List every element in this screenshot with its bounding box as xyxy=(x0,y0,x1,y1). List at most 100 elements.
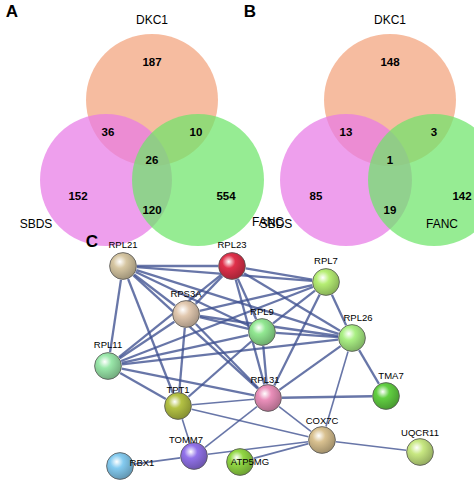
sphere-shape xyxy=(248,318,276,346)
protein-ball xyxy=(249,319,276,346)
interaction-line xyxy=(121,287,313,361)
interaction-line xyxy=(128,279,173,393)
protein-ball xyxy=(339,325,366,352)
protein-ball xyxy=(373,383,400,410)
interaction-line xyxy=(274,295,319,386)
protein-ball xyxy=(173,301,200,328)
protein-name: TPT1 xyxy=(166,384,189,395)
protein-node: COX7C xyxy=(308,426,336,454)
interaction-line xyxy=(282,396,372,398)
protein-ball xyxy=(313,269,340,296)
circle-outline xyxy=(368,114,474,246)
protein-ball xyxy=(165,393,192,420)
protein-node: RPL7 xyxy=(312,268,340,296)
protein-node: RPL23 xyxy=(218,252,246,280)
set-name: DKC1 xyxy=(374,13,406,27)
interaction-line xyxy=(122,335,249,363)
protein-name: RPL7 xyxy=(314,255,338,266)
interaction-line xyxy=(192,399,254,405)
panel-letter: C xyxy=(86,232,98,252)
panel-letter: B xyxy=(244,2,256,22)
interaction-line xyxy=(192,409,309,437)
protein-name: TOMM7 xyxy=(169,434,203,445)
protein-ball xyxy=(181,443,208,470)
protein-ball xyxy=(110,253,137,280)
region-count: 26 xyxy=(146,154,159,166)
region-count: 148 xyxy=(380,56,399,68)
region-count: 36 xyxy=(102,126,115,138)
region-count: 85 xyxy=(310,190,323,202)
set-name: FANC xyxy=(426,217,458,231)
protein-ball xyxy=(219,253,246,280)
interaction-line xyxy=(205,407,257,448)
protein-name: RPL23 xyxy=(217,239,246,250)
protein-node: TOMM7 xyxy=(180,442,208,470)
protein-name: RPL11 xyxy=(94,339,122,350)
sphere-shape xyxy=(218,252,246,280)
region-count: 187 xyxy=(142,56,161,68)
protein-node: UQCR11 xyxy=(406,438,434,466)
sphere-shape xyxy=(94,352,122,380)
interaction-line xyxy=(122,369,255,396)
protein-ball xyxy=(255,385,282,412)
region-count: 13 xyxy=(340,126,353,138)
interaction-line xyxy=(200,317,249,329)
interaction-line xyxy=(120,373,166,399)
interaction-line xyxy=(137,265,218,267)
protein-name: ATP5MG xyxy=(231,456,269,467)
sphere-shape xyxy=(338,324,366,352)
protein-name: RPS3A xyxy=(170,288,201,299)
set-name: DKC1 xyxy=(136,13,168,27)
sphere-shape xyxy=(180,442,208,470)
protein-node: TPT1 xyxy=(164,392,192,420)
sphere-shape xyxy=(164,392,192,420)
protein-ball xyxy=(95,353,122,380)
protein-name: RPL9 xyxy=(250,306,274,317)
protein-name: RBX1 xyxy=(130,457,155,468)
protein-name: RPL26 xyxy=(343,312,372,323)
interaction-line xyxy=(179,328,185,392)
protein-name: UQCR11 xyxy=(401,427,439,438)
region-count: 142 xyxy=(452,190,471,202)
sphere-shape xyxy=(312,268,340,296)
sphere-shape xyxy=(254,384,282,412)
region-count: 10 xyxy=(190,126,203,138)
protein-node: RPL21 xyxy=(109,252,137,280)
region-count: 3 xyxy=(431,126,437,138)
sphere-shape xyxy=(308,426,336,454)
set-name: SBDS xyxy=(260,217,293,231)
protein-node: RPL31 xyxy=(254,384,282,412)
protein-node: RPL11 xyxy=(94,352,122,380)
region-count: 152 xyxy=(68,190,87,202)
protein-ball xyxy=(309,427,336,454)
region-count: 1 xyxy=(387,154,393,166)
protein-node: RPS3A xyxy=(172,300,200,328)
region-count: 554 xyxy=(216,190,235,202)
sphere-shape xyxy=(372,382,400,410)
protein-node: TMA7 xyxy=(372,382,400,410)
region-count: 120 xyxy=(142,204,161,216)
interaction-line xyxy=(246,268,312,279)
protein-node: RPL9 xyxy=(248,318,276,346)
sphere-shape xyxy=(406,438,434,466)
protein-ball xyxy=(407,439,434,466)
protein-node: RPL26 xyxy=(338,324,366,352)
set-name: SBDS xyxy=(20,217,53,231)
interaction-line xyxy=(336,442,406,451)
region-count: 19 xyxy=(384,204,397,216)
interaction-line xyxy=(134,274,175,305)
protein-ball xyxy=(107,453,134,480)
sphere-shape xyxy=(172,300,200,328)
protein-name: TMA7 xyxy=(378,370,403,381)
sphere-shape xyxy=(109,252,137,280)
interaction-line xyxy=(359,350,379,384)
set-circle xyxy=(368,114,474,246)
protein-node: RBX1 xyxy=(106,452,134,480)
panel-letter: A xyxy=(6,2,18,22)
protein-name: COX7C xyxy=(306,415,339,426)
protein-name: RPL21 xyxy=(108,239,137,250)
protein-name: RPL31 xyxy=(250,374,279,385)
interaction-line xyxy=(279,346,340,390)
venn-circle: FANC xyxy=(368,114,474,246)
